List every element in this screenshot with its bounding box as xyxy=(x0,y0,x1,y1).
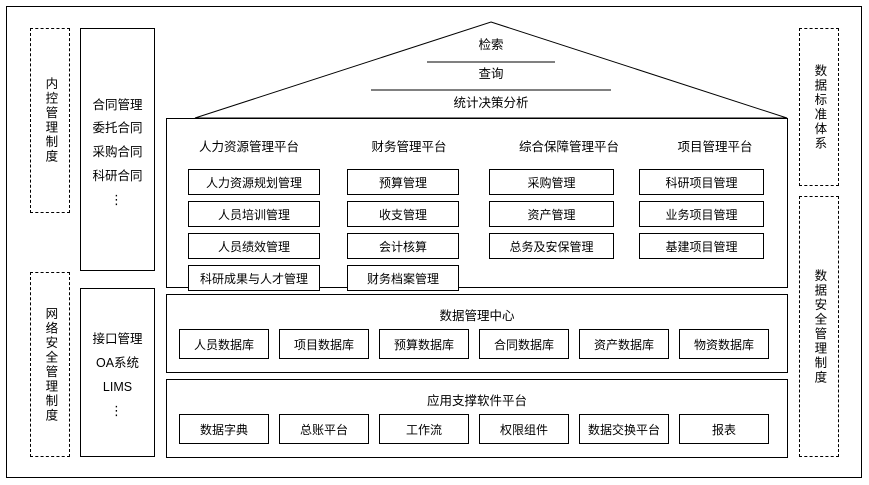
support-platform-item-2[interactable]: 工作流 xyxy=(379,414,469,444)
right-policy-label-data-security: 数据安全管理制度 xyxy=(812,268,827,385)
contract-management-box: 合同管理 委托合同 采购合同 科研合同 ⋮ xyxy=(80,28,155,271)
platform-title-support: 综合保障管理平台 xyxy=(518,140,619,154)
platform-item-support-0[interactable]: 采购管理 xyxy=(489,169,614,195)
contract-item-2: 采购合同 xyxy=(92,145,143,159)
data-center-item-0[interactable]: 人员数据库 xyxy=(179,329,269,359)
right-policy-box-data-security: 数据安全管理制度 xyxy=(799,196,839,457)
data-center-panel: 数据管理中心 人员数据库 项目数据库 预算数据库 合同数据库 资产数据库 物资数… xyxy=(166,294,788,373)
platform-item-project-1[interactable]: 业务项目管理 xyxy=(639,201,764,227)
right-policy-label-data-standard: 数据标准体系 xyxy=(812,63,827,151)
interface-item-1: OA系统 xyxy=(95,356,140,371)
support-platform-panel: 应用支撑软件平台 数据字典 总账平台 工作流 权限组件 数据交换平台 报表 xyxy=(166,379,788,458)
platform-item-finance-2[interactable]: 会计核算 xyxy=(347,233,459,259)
platform-item-hr-2[interactable]: 人员绩效管理 xyxy=(188,233,320,259)
platform-title-hr: 人力资源管理平台 xyxy=(198,140,299,154)
support-platform-title: 应用支撑软件平台 xyxy=(426,394,527,408)
roof-label-retrieval: 检索 xyxy=(478,38,504,52)
platform-item-hr-1[interactable]: 人员培训管理 xyxy=(188,201,320,227)
platform-title-finance: 财务管理平台 xyxy=(371,140,447,154)
roof-label-query: 查询 xyxy=(478,67,504,81)
contract-item-1: 委托合同 xyxy=(92,121,143,136)
data-center-item-2[interactable]: 预算数据库 xyxy=(379,329,469,359)
support-platform-item-0[interactable]: 数据字典 xyxy=(179,414,269,444)
platform-item-finance-3[interactable]: 财务档案管理 xyxy=(347,265,459,291)
left-policy-box-network-security: 网络安全管理制度 xyxy=(30,272,70,457)
support-platform-item-3[interactable]: 权限组件 xyxy=(479,414,569,444)
left-policy-label-internal-control: 内控管理制度 xyxy=(43,77,58,164)
interface-item-0: 接口管理 xyxy=(92,332,143,347)
platform-title-project: 项目管理平台 xyxy=(677,140,753,154)
support-platform-item-5[interactable]: 报表 xyxy=(679,414,769,444)
platform-item-support-1[interactable]: 资产管理 xyxy=(489,201,614,227)
support-platform-item-4[interactable]: 数据交换平台 xyxy=(579,414,669,444)
platforms-panel: 人力资源管理平台 财务管理平台 综合保障管理平台 项目管理平台 人力资源规划管理… xyxy=(166,118,788,291)
platform-item-project-0[interactable]: 科研项目管理 xyxy=(639,169,764,195)
contract-item-3: 科研合同 xyxy=(92,168,143,183)
contract-ellipsis: ⋮ xyxy=(110,191,125,207)
left-policy-label-network-security: 网络安全管理制度 xyxy=(43,306,58,423)
platform-item-hr-3[interactable]: 科研成果与人才管理 xyxy=(188,265,320,291)
platform-item-finance-0[interactable]: 预算管理 xyxy=(347,169,459,195)
platform-item-project-2[interactable]: 基建项目管理 xyxy=(639,233,764,259)
platform-item-finance-1[interactable]: 收支管理 xyxy=(347,201,459,227)
support-platform-item-1[interactable]: 总账平台 xyxy=(279,414,369,444)
outer-frame xyxy=(6,6,862,478)
data-center-title: 数据管理中心 xyxy=(439,309,515,323)
data-center-item-1[interactable]: 项目数据库 xyxy=(279,329,369,359)
interface-ellipsis: ⋮ xyxy=(110,402,125,418)
data-center-item-3[interactable]: 合同数据库 xyxy=(479,329,569,359)
roof-label-statistics: 统计决策分析 xyxy=(453,96,529,110)
contract-item-0: 合同管理 xyxy=(92,97,143,112)
interface-item-2: LIMS xyxy=(102,379,133,394)
right-policy-box-data-standard: 数据标准体系 xyxy=(799,28,839,186)
data-center-item-4[interactable]: 资产数据库 xyxy=(579,329,669,359)
left-policy-box-internal-control: 内控管理制度 xyxy=(30,28,70,213)
platform-item-support-2[interactable]: 总务及安保管理 xyxy=(489,233,614,259)
data-center-item-5[interactable]: 物资数据库 xyxy=(679,329,769,359)
platform-item-hr-0[interactable]: 人力资源规划管理 xyxy=(188,169,320,195)
interface-management-box: 接口管理 OA系统 LIMS ⋮ xyxy=(80,288,155,457)
